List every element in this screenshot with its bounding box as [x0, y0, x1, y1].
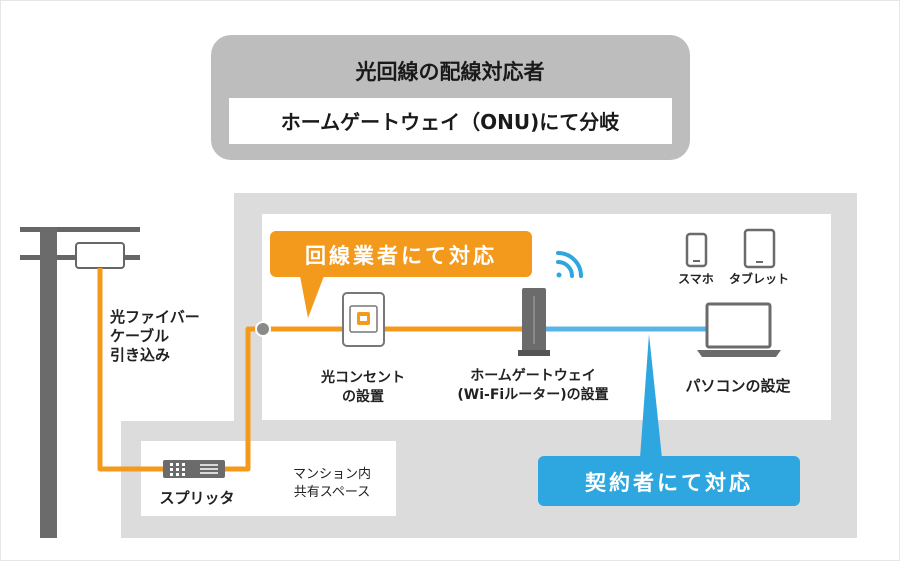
subscriber-callout-pointer: [640, 334, 662, 458]
splitter-label: スプリッタ: [159, 489, 234, 507]
subscriber-callout-text: 契約者にて対応: [584, 471, 753, 495]
pole-crossarm-top: [20, 227, 140, 232]
cable-label-1: 光ファイバー: [109, 308, 200, 326]
carrier-callout: 回線業者にて対応: [270, 231, 532, 318]
header-box: 光回線の配線対応者 ホームゲートウェイ（ONU)にて分岐: [211, 35, 690, 160]
tablet-icon: [743, 228, 776, 269]
subscriber-callout: 契約者にて対応: [538, 334, 800, 506]
wall-entry-point: [255, 321, 271, 337]
header-title: 光回線の配線対応者: [355, 60, 545, 84]
carrier-callout-pointer: [300, 276, 324, 318]
carrier-callout-bubble: [270, 231, 532, 277]
smartphone-icon: [685, 232, 708, 268]
laptop-icon: [697, 302, 781, 357]
fiber-line-pole: [97, 268, 163, 472]
home-gateway-icon: [518, 288, 550, 356]
pc-label: パソコンの設定: [685, 377, 790, 395]
shared-space-label-2: 共有スペース: [294, 485, 370, 500]
outlet-label-1: 光コンセント: [320, 369, 405, 386]
header-subtitle-box: [229, 98, 672, 144]
outlet-label-2: の設置: [342, 388, 384, 405]
gateway-label-2: (Wi-Fiルーター)の設置: [457, 386, 608, 403]
carrier-callout-text: 回線業者にて対応: [305, 244, 497, 268]
cable-label-3: 引き込み: [110, 346, 170, 364]
pole-shaft: [40, 227, 57, 538]
wifi-icon: [556, 251, 583, 278]
splitter-icon: [163, 460, 225, 478]
optical-outlet-icon: [342, 292, 385, 347]
cable-label-2: ケーブル: [110, 327, 169, 345]
subscriber-callout-bubble: [538, 456, 800, 506]
header-subtitle: ホームゲートウェイ（ONU)にて分岐: [281, 110, 620, 134]
gateway-label-1: ホームゲートウェイ: [470, 367, 596, 384]
smartphone-label: スマホ: [678, 272, 714, 286]
shared-space-room: [141, 441, 396, 516]
tablet-label: タブレット: [729, 271, 789, 286]
closure-box-icon: [75, 242, 125, 269]
shared-space-label-1: マンション内: [293, 466, 371, 482]
